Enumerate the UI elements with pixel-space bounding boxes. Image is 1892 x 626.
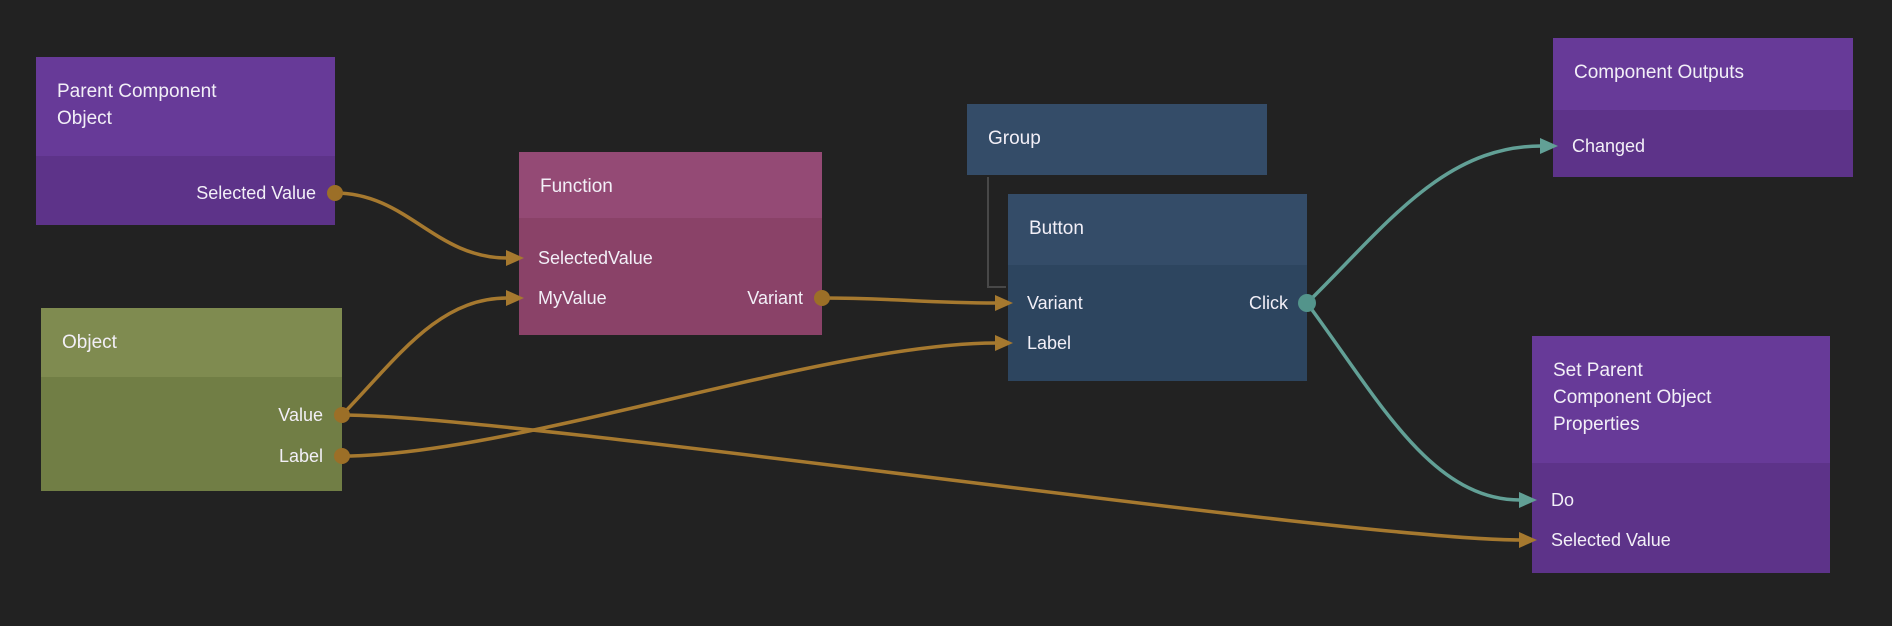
node-title: Function	[540, 176, 613, 197]
node-row: Changed	[1553, 131, 1853, 161]
output-port-label[interactable]: Click	[1249, 293, 1288, 313]
input-port-label[interactable]: Variant	[1027, 293, 1083, 313]
node-row: Label	[41, 441, 342, 471]
node-row: Value	[41, 400, 342, 430]
input-port-label[interactable]: Selected Value	[1551, 530, 1671, 550]
node-header-object[interactable]: Object	[41, 308, 342, 377]
input-port-label[interactable]: Changed	[1572, 136, 1646, 156]
node-title: Button	[1029, 218, 1084, 239]
node-row: Selected Value	[1532, 525, 1830, 555]
wire-button-click-to-set-parent-properties-do[interactable]	[1305, 301, 1521, 502]
wire-object-label-to-button-label[interactable]	[341, 341, 997, 458]
node-title: Object	[62, 332, 117, 353]
output-port-label[interactable]: Value	[278, 405, 323, 425]
wire-object-value-to-function-myvalue[interactable]	[340, 296, 508, 417]
output-port-label[interactable]: Label	[278, 446, 323, 466]
node-row: Selected Value	[36, 178, 335, 208]
group-child-connector	[987, 177, 1006, 288]
output-port-label[interactable]: Variant	[747, 288, 803, 308]
input-port-label[interactable]: MyValue	[538, 288, 607, 308]
node-title: Parent Component Object	[57, 81, 217, 129]
node-header-parent-component-object[interactable]: Parent Component Object	[36, 57, 335, 156]
node-row: Label	[1008, 328, 1307, 358]
node-row: SelectedValue	[519, 243, 822, 273]
node-header-group[interactable]: Group	[967, 104, 1267, 175]
wire-button-click-to-component-outputs-changed[interactable]	[1305, 144, 1542, 305]
node-title: Component Outputs	[1574, 62, 1745, 83]
node-title: Group	[988, 128, 1041, 149]
wire-parent-component-object-selected-value-to-function-selectedvalue[interactable]	[334, 191, 508, 260]
wire-object-value-to-set-parent-properties-selected-value[interactable]	[341, 413, 1521, 542]
node-header-button[interactable]: Button	[1008, 194, 1307, 265]
input-port-label[interactable]: Label	[1027, 333, 1072, 353]
node-title: Set Parent Component Object Properties	[1553, 360, 1712, 435]
wire-function-variant-to-button-variant[interactable]	[821, 296, 997, 305]
input-port-label[interactable]: Do	[1551, 490, 1575, 510]
node-header-function[interactable]: Function	[519, 152, 822, 218]
node-row: Do	[1532, 485, 1830, 515]
input-port-label[interactable]: SelectedValue	[538, 248, 653, 268]
node-header-component-outputs[interactable]: Component Outputs	[1553, 38, 1853, 110]
node-row: MyValue Variant	[519, 283, 822, 313]
node-group[interactable]: Group	[967, 104, 1267, 175]
node-header-set-parent-properties[interactable]: Set Parent Component Object Properties	[1532, 336, 1830, 463]
output-port-label[interactable]: Selected Value	[196, 183, 316, 203]
node-row: Variant Click	[1008, 288, 1307, 318]
